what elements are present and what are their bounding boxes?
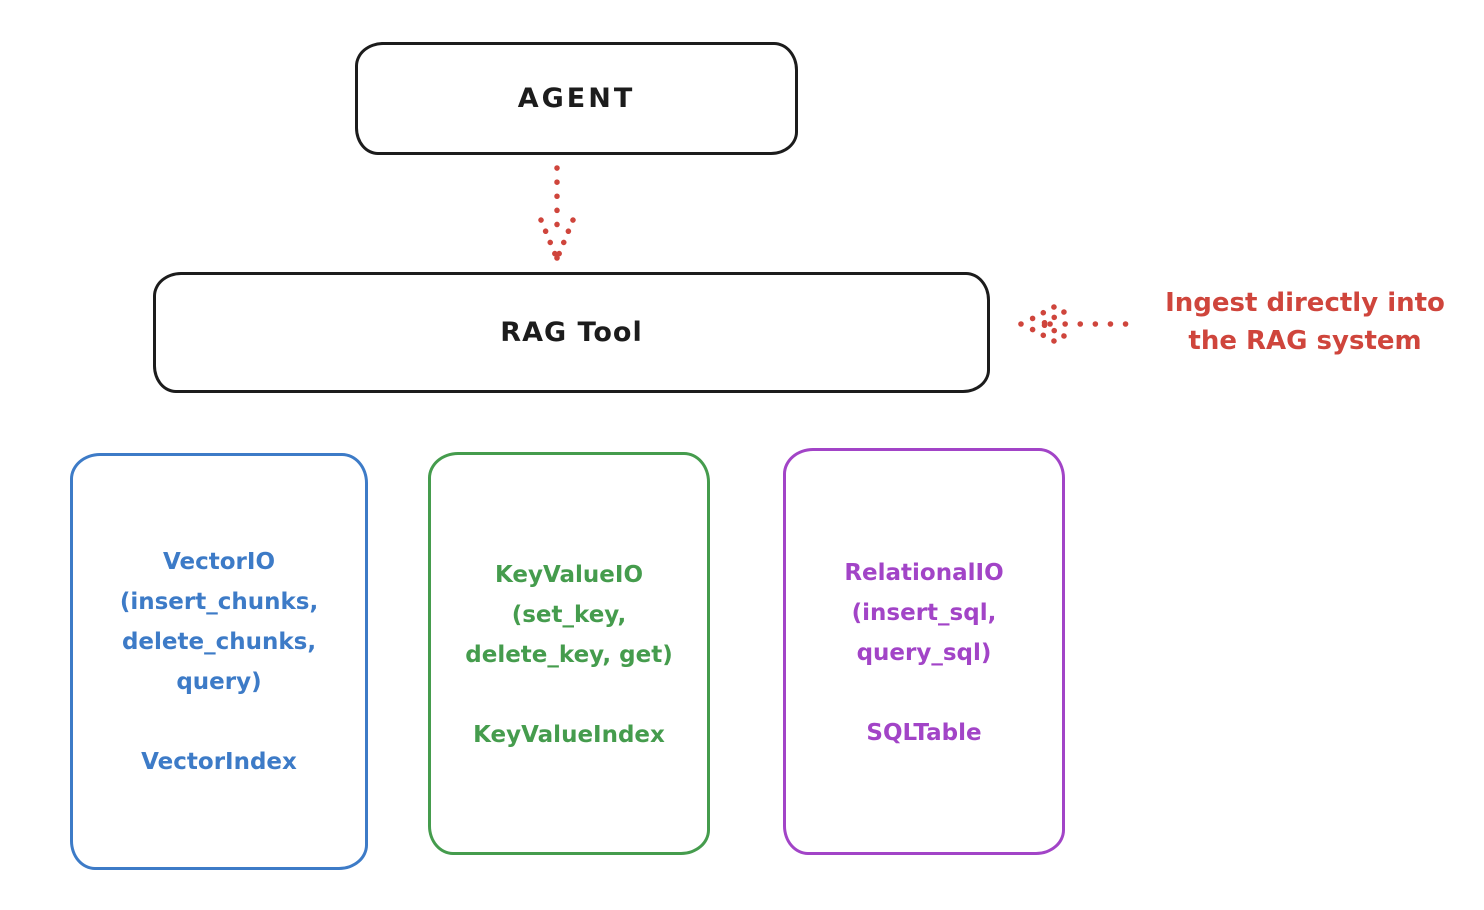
vector-io-params-line: query) xyxy=(176,669,262,695)
rag-tool-box: RAG Tool xyxy=(153,272,990,393)
agent-to-rag-arrow xyxy=(527,162,587,266)
ingest-annotation-arrow xyxy=(1014,300,1149,348)
agent-box: AGENT xyxy=(355,42,798,155)
sql-table-label: SQLTable xyxy=(866,720,982,746)
keyvalue-io-box: KeyValueIO (set_key, delete_key, get) Ke… xyxy=(428,452,710,855)
keyvalue-index-label: KeyValueIndex xyxy=(473,722,665,748)
keyvalue-io-params-line: delete_key, get) xyxy=(465,642,673,668)
vector-io-params-line: (insert_chunks, xyxy=(119,589,319,615)
vector-io-params-line: delete_chunks, xyxy=(121,629,317,655)
vector-io-title: VectorIO xyxy=(162,549,276,575)
keyvalue-io-title: KeyValueIO xyxy=(494,562,644,588)
relational-io-params-line: query_sql) xyxy=(856,640,992,666)
ingest-annotation-line2: the RAG system xyxy=(1188,326,1422,356)
keyvalue-io-params-line: (set_key, xyxy=(511,602,627,628)
ingest-annotation-line1: Ingest directly into xyxy=(1165,288,1445,318)
vector-index-label: VectorIndex xyxy=(141,749,297,775)
ingest-annotation: Ingest directly into the RAG system xyxy=(1135,284,1475,360)
relational-io-title: RelationalIO xyxy=(844,560,1004,586)
relational-io-box: RelationalIO (insert_sql, query_sql) SQL… xyxy=(783,448,1065,855)
rag-tool-box-label: RAG Tool xyxy=(500,317,643,348)
vector-io-box: VectorIO (insert_chunks, delete_chunks, … xyxy=(70,453,368,870)
agent-box-label: AGENT xyxy=(517,83,636,114)
relational-io-params-line: (insert_sql, xyxy=(851,600,997,626)
